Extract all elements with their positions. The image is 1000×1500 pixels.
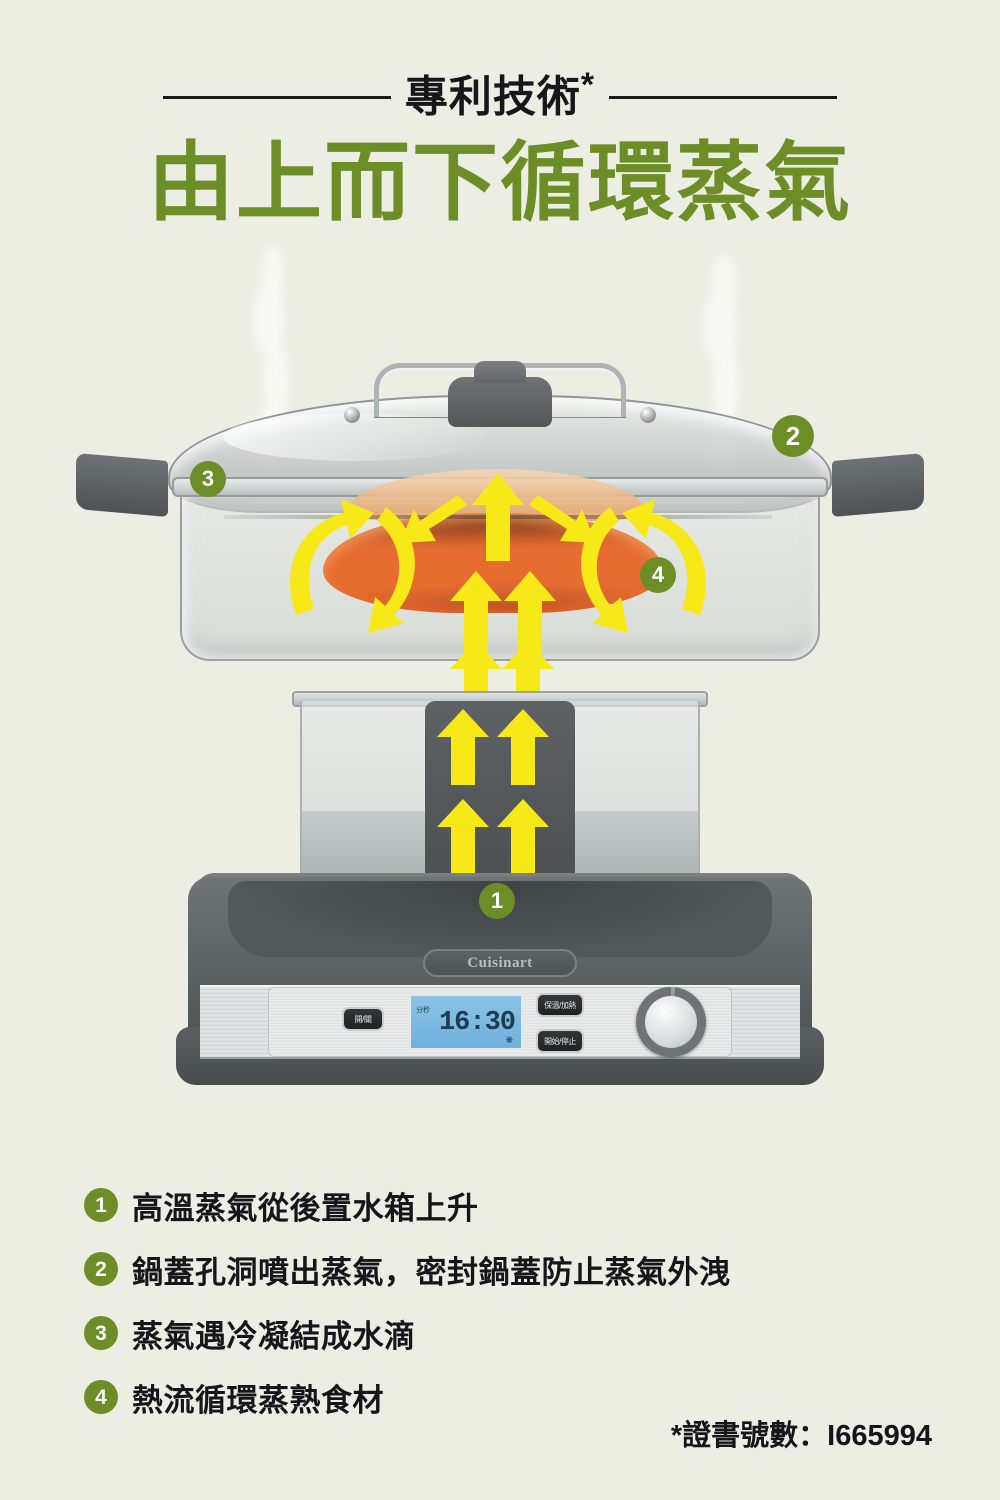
kicker-text: 專利技術 bbox=[404, 73, 581, 122]
kicker-row: 專利技術* bbox=[0, 62, 1000, 132]
kicker-asterisk: * bbox=[580, 66, 596, 105]
lcd-mode-label: 分秒 bbox=[416, 1007, 430, 1014]
list-bullet-3: 3 bbox=[84, 1316, 118, 1350]
list-bullet-4: 4 bbox=[84, 1380, 118, 1414]
page-kicker: 專利技術* bbox=[405, 68, 595, 119]
list-item: 2 鍋蓋孔洞噴出蒸氣，密封鍋蓋防止蒸氣外洩 bbox=[84, 1250, 964, 1290]
header: 專利技術* 由上而下循環蒸氣 bbox=[0, 0, 1000, 250]
lid-rivet-right bbox=[640, 407, 656, 423]
list-text-3: 蒸氣遇冷凝結成水滴 bbox=[132, 1318, 416, 1354]
steam-icon: ❋ bbox=[505, 1034, 513, 1045]
marker-1-label: 1 bbox=[490, 888, 504, 913]
lid-rivet-left bbox=[344, 407, 360, 423]
feature-list: 1 高溫蒸氣從後置水箱上升 2 鍋蓋孔洞噴出蒸氣，密封鍋蓋防止蒸氣外洩 3 蒸氣… bbox=[84, 1186, 964, 1442]
list-bullet-4-label: 4 bbox=[95, 1385, 107, 1409]
arrow-bowl-to-tank-group bbox=[420, 641, 580, 713]
list-text-1: 高溫蒸氣從後置水箱上升 bbox=[132, 1190, 479, 1226]
list-bullet-2: 2 bbox=[84, 1252, 118, 1286]
glass-bowl-assembly: 3 4 bbox=[76, 361, 924, 695]
control-knob[interactable] bbox=[636, 987, 706, 1057]
list-bullet-1-label: 1 bbox=[95, 1193, 107, 1217]
list-bullet-2-label: 2 bbox=[95, 1257, 107, 1281]
footnote: *證書號數：I665994 bbox=[670, 1420, 932, 1452]
brand-label: Cuisinart bbox=[467, 954, 533, 971]
product-illustration: 3 4 2 bbox=[0, 245, 1000, 1175]
keep-warm-button-label: 保溫/加熱 bbox=[544, 1000, 576, 1010]
start-stop-button-label: 開始/停止 bbox=[544, 1036, 576, 1046]
mode-button-label: 開/關 bbox=[354, 1014, 372, 1024]
page-title: 由上而下循環蒸氣 bbox=[148, 135, 852, 231]
list-text-2: 鍋蓋孔洞噴出蒸氣，密封鍋蓋防止蒸氣外洩 bbox=[132, 1254, 731, 1290]
list-text-4: 熱流循環蒸熟食材 bbox=[132, 1382, 384, 1418]
keep-warm-button[interactable]: 保溫/加熱 bbox=[536, 993, 584, 1017]
list-bullet-1: 1 bbox=[84, 1188, 118, 1222]
marker-3-label: 3 bbox=[201, 466, 215, 491]
marker-4-label: 4 bbox=[651, 562, 665, 587]
lid-knob bbox=[448, 361, 552, 427]
list-item: 4 熱流循環蒸熟食材 bbox=[84, 1378, 964, 1418]
lcd-time: 16:30 bbox=[438, 1008, 516, 1038]
list-item: 1 高溫蒸氣從後置水箱上升 bbox=[84, 1186, 964, 1226]
marker-2: 2 bbox=[772, 415, 814, 457]
rule-right bbox=[609, 95, 838, 99]
rule-left bbox=[162, 95, 391, 99]
start-stop-button[interactable]: 開始/停止 bbox=[536, 1029, 584, 1053]
marker-1: 1 bbox=[479, 883, 515, 919]
arrow-tank-group bbox=[425, 709, 575, 880]
arrow-circulation-group bbox=[128, 365, 872, 695]
lcd-display: 分秒 16:30 ❋ bbox=[408, 993, 524, 1051]
marker-4: 4 bbox=[640, 557, 676, 593]
marker-3: 3 bbox=[190, 461, 226, 497]
list-item: 3 蒸氣遇冷凝結成水滴 bbox=[84, 1314, 964, 1354]
mode-button[interactable]: 開/關 bbox=[342, 1007, 384, 1031]
marker-2-label: 2 bbox=[785, 421, 801, 451]
brand-plate: Cuisinart bbox=[423, 949, 577, 977]
list-bullet-3-label: 3 bbox=[95, 1321, 107, 1345]
